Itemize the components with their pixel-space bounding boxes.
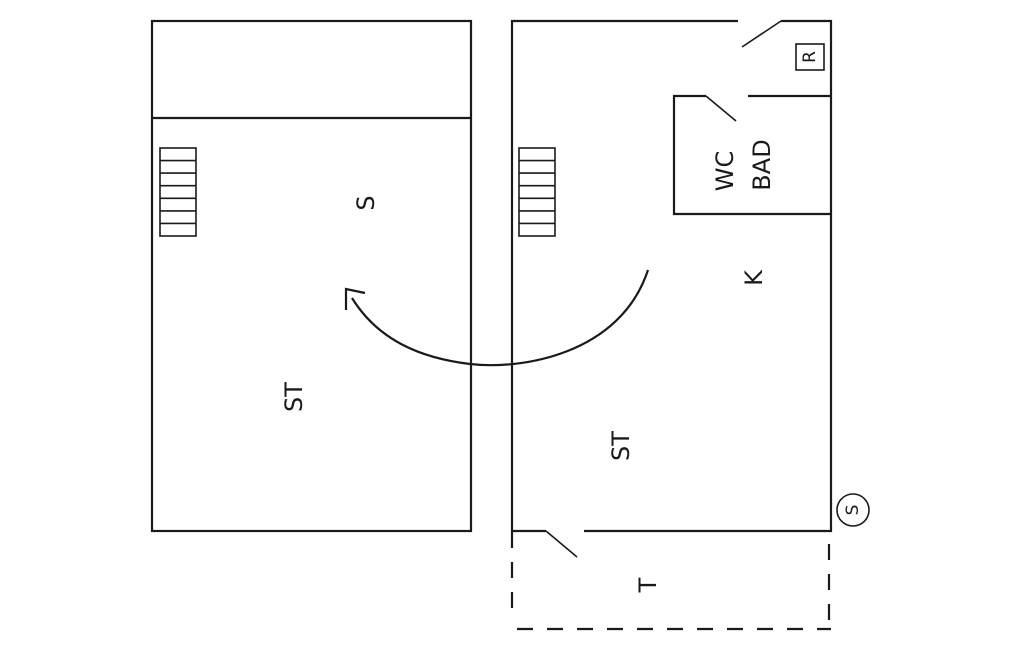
circle-marker-label: S xyxy=(843,505,863,516)
right-radiator xyxy=(518,147,556,237)
room-label-s: S xyxy=(352,195,380,210)
move-arrow-curve xyxy=(351,269,650,367)
wet-room-walls xyxy=(672,94,831,216)
room-label-st-right: ST xyxy=(607,431,635,461)
left-radiator xyxy=(159,147,197,237)
move-arrow xyxy=(344,269,650,367)
shaft-label-r: R xyxy=(800,51,820,63)
wet-room-door-leaf xyxy=(705,95,737,122)
right-unit-outline-east xyxy=(584,19,833,533)
room-label-wc: WC xyxy=(711,151,739,192)
room-label-st-left: ST xyxy=(280,382,308,412)
shaft-box xyxy=(795,43,825,71)
move-arrow-head xyxy=(344,287,366,310)
terrace-door-leaf xyxy=(545,530,578,558)
right-unit: R WC BAD K ST xyxy=(510,19,833,558)
room-label-k: K xyxy=(740,269,768,286)
circle-marker: S xyxy=(836,493,870,527)
left-unit-outline xyxy=(150,19,473,533)
left-unit: S ST xyxy=(150,19,473,533)
right-unit-outline xyxy=(510,19,738,548)
room-label-bad: BAD xyxy=(748,139,776,190)
entry-door-leaf xyxy=(741,20,782,48)
room-label-t: T xyxy=(634,577,662,593)
terrace: T xyxy=(510,544,831,631)
